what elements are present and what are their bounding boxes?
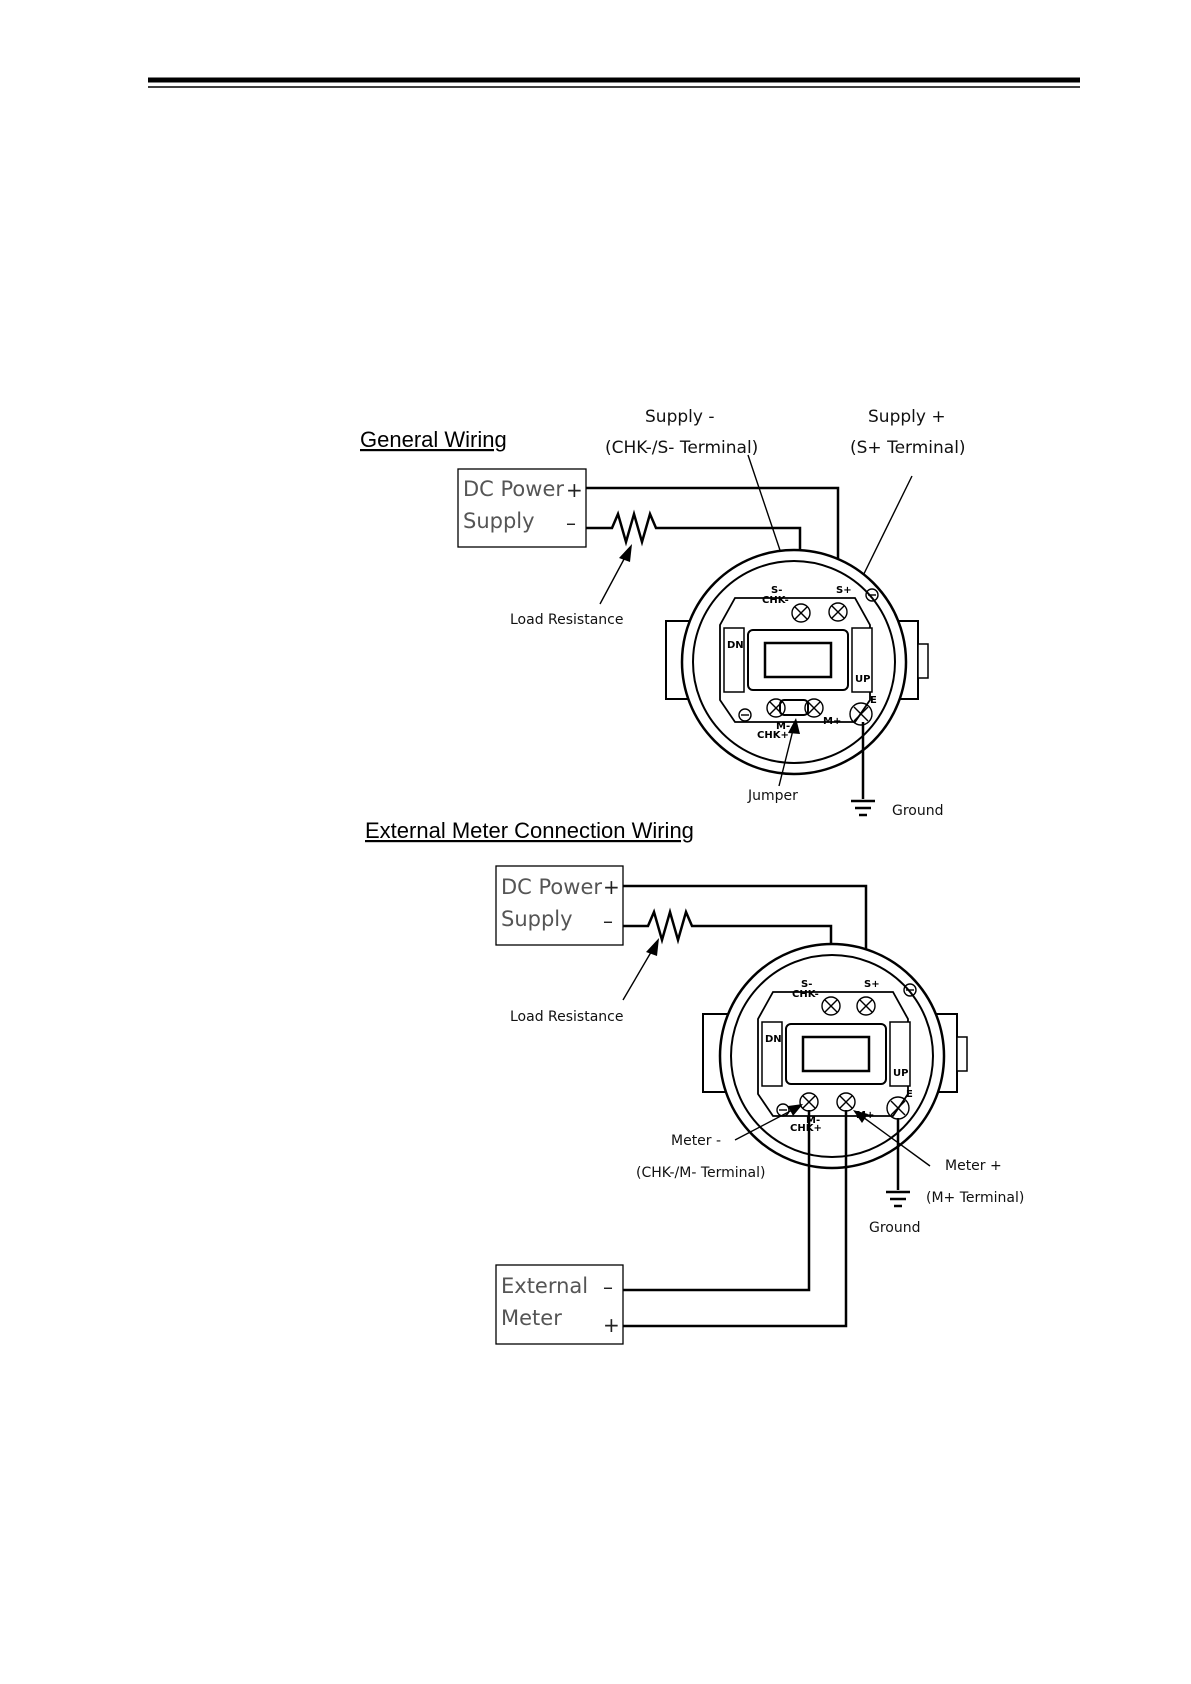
meter-plus-wire [623,1110,848,1328]
meter-minus-arrow [734,1105,801,1141]
terminal-earth-label: E [870,695,877,706]
terminal-s-minus-label: S- [771,585,782,596]
load-resistance-label: Load Resistance [510,612,623,628]
ground-label-2: Ground [869,1220,921,1236]
dc-power-label: DC Power [501,875,602,899]
terminal-chk-minus-label: CHK- [792,989,819,1000]
terminal-s-minus-label: S- [801,979,812,990]
ground-label: Ground [892,803,944,819]
arrow-head-icon [646,938,659,956]
terminal-earth-label: E [906,1089,913,1100]
terminal-chk-plus-label: CHK+ [757,730,789,741]
dc-power-label: DC Power [463,477,564,501]
supply-minus-sign: – [566,511,576,535]
meter-plus-label: Meter + [945,1158,1002,1174]
external-meter-wiring-diagram: External Meter Connection Wiring DC Powe… [365,818,1024,1345]
ground-symbol-icon-2 [886,1118,910,1208]
external-meter-wiring-title: External Meter Connection Wiring [365,818,694,843]
meter-plus-arrow [855,1111,931,1167]
external-label: External [501,1274,588,1298]
supply-minus-wire-2 [623,907,833,1008]
general-wiring-title: General Wiring [360,427,507,452]
meter-minus-wire [623,1110,811,1292]
meter-label: Meter [501,1306,562,1330]
supply-minus-sign: – [603,909,613,933]
supply-plus-terminal-label: (S+ Terminal) [850,438,966,458]
up-label: UP [855,674,870,685]
meter-minus-terminal-label: (CHK-/M- Terminal) [636,1165,765,1181]
transmitter-housing-2: DN UP S- CHK- S+ M- CHK+ M+ E [702,942,968,1170]
up-label: UP [893,1068,908,1079]
meter-plus-sign: + [603,1313,620,1337]
terminal-chk-plus-label: CHK+ [790,1123,822,1134]
arrow-head-icon [853,1110,868,1123]
meter-minus-sign: – [603,1275,613,1299]
dc-power-supply-box-2: DC Power Supply + – [495,865,624,946]
supply-minus-wire [586,509,802,612]
meter-minus-label: Meter - [671,1133,721,1149]
terminal-m-minus-label: M- [776,721,790,732]
terminal-m-plus-label: M+ [823,716,841,727]
supply-minus-label: Supply - [645,407,714,427]
supply-minus-terminal-label: (CHK-/S- Terminal) [605,438,758,458]
arrow-head-icon [788,1104,803,1116]
arrow-head-icon [619,544,632,562]
jumper-label: Jumper [747,788,798,804]
transmitter-housing: DN UP S- CHK- S+ M- CHK+ M+ E [665,548,929,776]
meter-plus-terminal-label: (M+ Terminal) [926,1190,1024,1206]
ground-symbol-icon [851,722,875,817]
external-meter-box: External Meter – + [495,1264,624,1345]
terminal-s-plus-label: S+ [836,585,852,596]
supply-plus-arrow [854,475,913,593]
dn-label: DN [765,1034,782,1045]
header-rule [148,77,1080,88]
general-wiring-diagram: General Wiring Supply - (CHK-/S- Termina… [360,407,966,819]
arrow-head-icon [788,718,800,734]
supply-label: Supply [463,509,535,533]
supply-label: Supply [501,907,573,931]
terminal-s-plus-label: S+ [864,979,880,990]
supply-plus-label: Supply + [868,407,946,427]
terminal-chk-minus-label: CHK- [762,595,789,606]
supply-plus-wire [586,486,840,592]
dn-label: DN [727,640,744,651]
dc-power-supply-box: DC Power Supply + – [457,468,587,548]
supply-plus-sign: + [603,875,620,899]
load-resistance-label-2: Load Resistance [510,1009,623,1025]
supply-plus-sign: + [566,478,583,502]
terminal-m-minus-label: M- [806,1115,820,1126]
